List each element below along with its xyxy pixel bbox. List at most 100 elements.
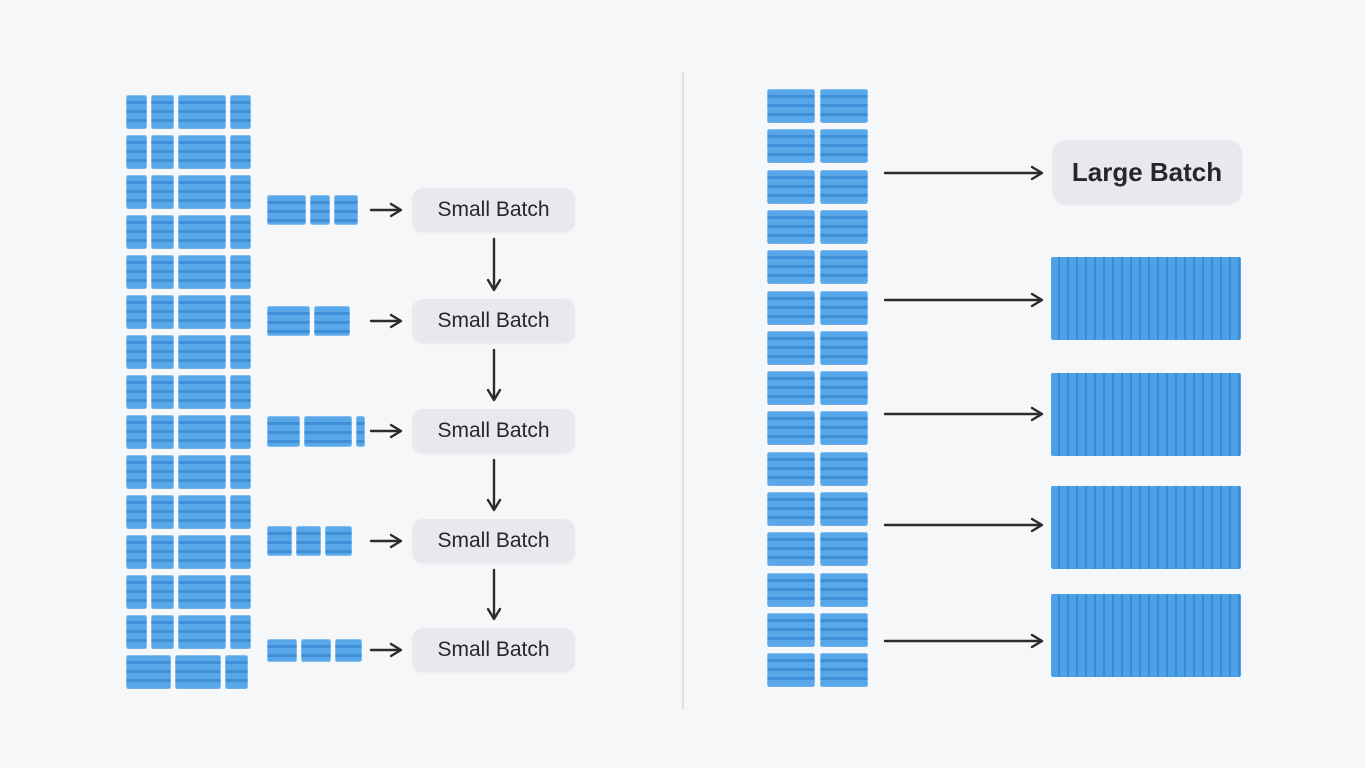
left-token-cell: [230, 335, 251, 369]
right-token-cell: [767, 612, 815, 647]
left-token-cell: [126, 375, 147, 409]
left-token-cell: [151, 255, 174, 289]
left-token-cell: [178, 535, 226, 569]
left-token-cell: [230, 95, 251, 129]
left-token-cell: [230, 215, 251, 249]
left-token-cell: [151, 415, 174, 449]
mini-token-block: [356, 415, 365, 447]
right-token-cell: [767, 290, 815, 325]
large-batch-block: [1051, 486, 1241, 569]
arrow-down-icon: [486, 458, 501, 512]
arrow-right-icon: [369, 642, 403, 658]
left-token-cell: [126, 215, 147, 249]
right-token-cell: [820, 492, 868, 526]
arrow-right-icon: [883, 633, 1044, 649]
mini-token-block: [334, 195, 358, 225]
left-token-cell: [151, 295, 174, 329]
right-token-cell: [767, 451, 815, 486]
mini-token-block: [267, 306, 310, 336]
right-token-cell: [767, 209, 815, 244]
large-batch-block: [1051, 373, 1241, 456]
left-token-cell: [151, 335, 174, 369]
mini-token-block: [267, 415, 300, 447]
left-token-cell: [126, 175, 147, 209]
mini-token-block: [304, 415, 352, 447]
left-token-cell: [178, 375, 226, 409]
mini-token-block: [314, 306, 350, 336]
left-token-cell: [230, 535, 251, 569]
left-token-cell: [151, 175, 174, 209]
left-token-cell: [178, 615, 226, 649]
arrow-right-icon: [883, 517, 1044, 533]
left-token-cell: [126, 335, 147, 369]
left-token-cell: [151, 535, 174, 569]
right-token-cell: [820, 532, 868, 567]
left-token-cell: [151, 495, 174, 529]
left-token-cell: [230, 455, 251, 489]
small-batch-label: Small Batch: [412, 409, 575, 453]
left-token-cell: [151, 95, 174, 129]
arrow-down-icon: [486, 348, 501, 402]
large-batch-block: [1051, 594, 1241, 677]
left-token-cell: [178, 335, 226, 369]
right-token-cell: [820, 209, 868, 244]
left-token-cell: [178, 215, 226, 249]
arrow-right-icon: [369, 423, 403, 439]
left-token-cell: [178, 415, 226, 449]
left-token-cell: [151, 615, 174, 649]
right-token-cell: [820, 129, 868, 164]
mini-token-block: [301, 638, 331, 662]
small-batch-label: Small Batch: [412, 188, 575, 232]
right-token-cell: [820, 371, 868, 406]
left-token-cell: [230, 415, 251, 449]
right-token-cell: [820, 330, 868, 365]
left-token-cell: [151, 575, 174, 609]
left-token-cell: [230, 295, 251, 329]
left-token-cell: [178, 575, 226, 609]
right-token-cell: [820, 572, 868, 607]
left-token-cell: [151, 455, 174, 489]
arrow-right-icon: [883, 292, 1044, 308]
left-token-cell: [178, 295, 226, 329]
mini-token-block: [335, 638, 362, 662]
arrow-right-icon: [369, 533, 403, 549]
left-token-cell: [230, 495, 251, 529]
mini-token-block: [267, 195, 306, 225]
vertical-divider: [682, 72, 684, 710]
left-token-cell: [126, 575, 147, 609]
left-token-cell: [126, 255, 147, 289]
left-token-cell: [126, 655, 171, 689]
small-batch-label: Small Batch: [412, 519, 575, 563]
left-token-cell: [126, 415, 147, 449]
left-token-cell: [230, 615, 251, 649]
left-token-cell: [126, 455, 147, 489]
left-token-cell: [175, 655, 221, 689]
left-token-cell: [230, 255, 251, 289]
right-token-cell: [820, 653, 868, 688]
right-token-cell: [820, 169, 868, 204]
left-token-cell: [126, 495, 147, 529]
left-token-cell: [230, 175, 251, 209]
right-token-cell: [767, 330, 815, 365]
arrow-right-icon: [369, 313, 403, 329]
left-token-cell: [178, 175, 226, 209]
large-batch-label: Large Batch: [1052, 140, 1242, 204]
mini-token-block: [267, 638, 297, 662]
right-token-cell: [767, 653, 815, 688]
small-batch-label: Small Batch: [412, 628, 575, 672]
right-token-cell: [820, 411, 868, 446]
left-token-cell: [230, 375, 251, 409]
right-token-cell: [767, 89, 815, 123]
mini-token-block: [296, 526, 321, 556]
arrow-right-icon: [883, 406, 1044, 422]
right-token-cell: [767, 532, 815, 567]
left-token-cell: [151, 135, 174, 169]
right-token-cell: [767, 250, 815, 285]
left-token-cell: [225, 655, 248, 689]
right-token-cell: [767, 129, 815, 164]
left-token-cell: [151, 375, 174, 409]
mini-token-block: [310, 195, 330, 225]
left-token-cell: [178, 95, 226, 129]
right-token-cell: [767, 572, 815, 607]
